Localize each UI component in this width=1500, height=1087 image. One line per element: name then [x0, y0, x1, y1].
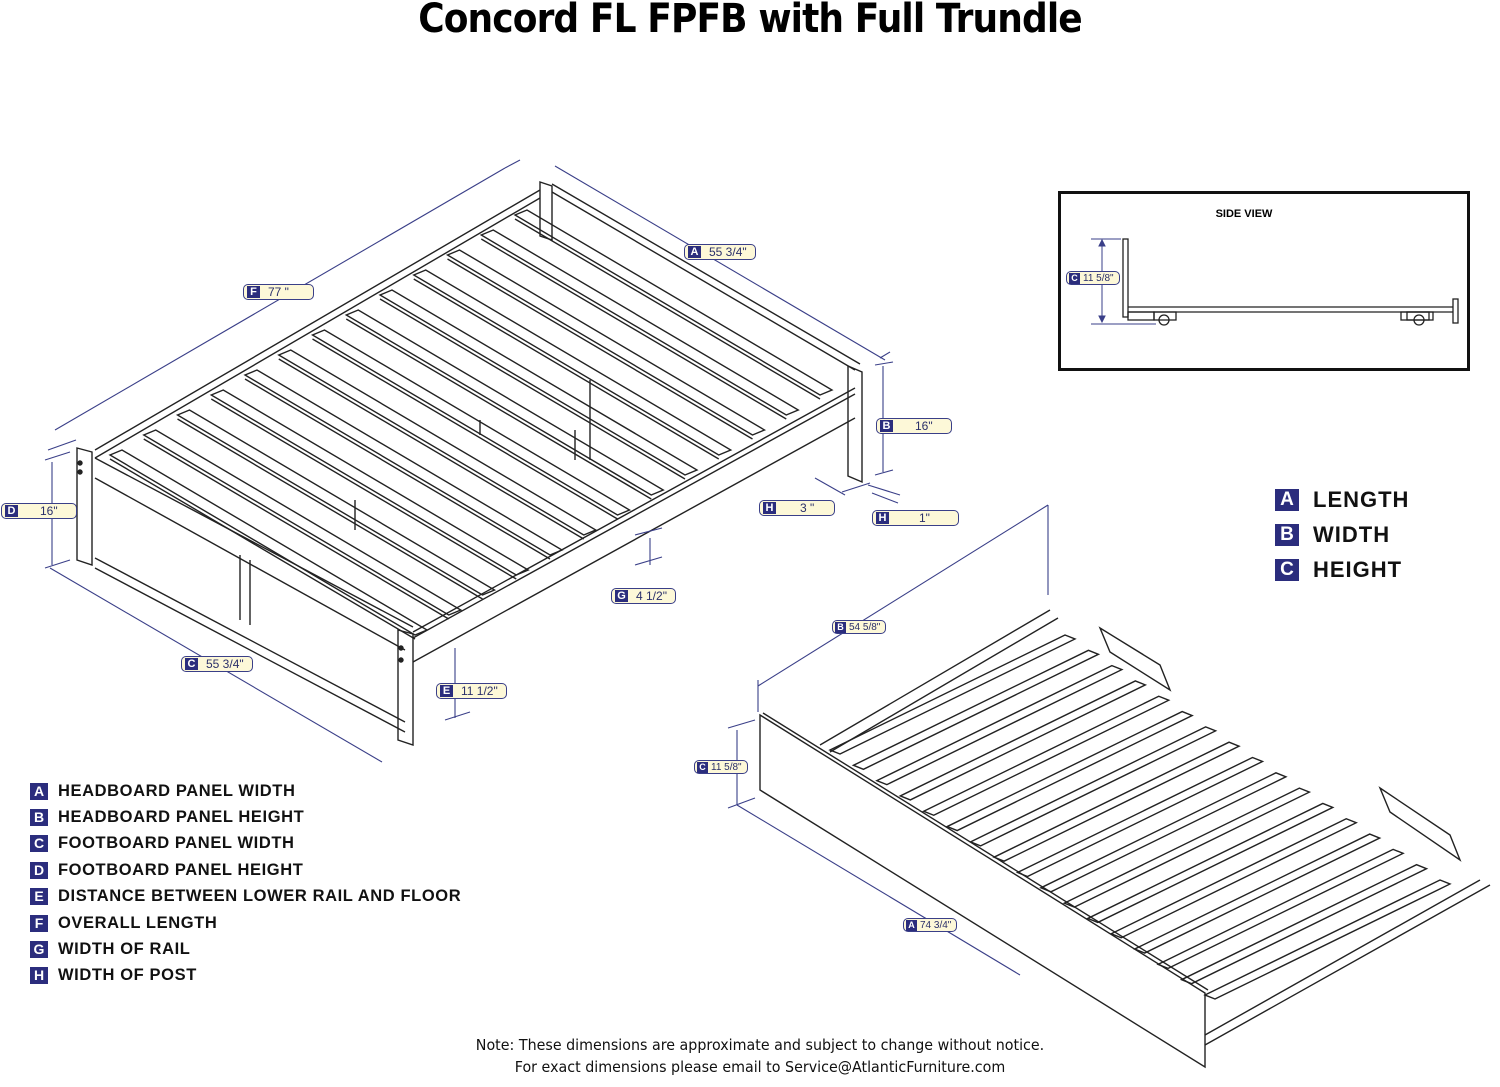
footboard-bottom — [94, 557, 406, 723]
footboard-post-left — [76, 447, 93, 566]
trundle-side-rail — [819, 609, 1051, 746]
slat — [445, 249, 767, 436]
footboard-post-right — [397, 629, 414, 746]
trundle-slat — [898, 680, 1148, 801]
page-title: Concord FL FPFB with Full Trundle — [418, 0, 1082, 42]
slat — [513, 209, 834, 396]
trundle-slat — [968, 726, 1218, 847]
note-line-1: Note: These dimensions are approximate a… — [475, 1036, 1045, 1054]
bolt-hole — [398, 657, 404, 663]
dim-line-trundle-B — [757, 504, 1049, 687]
dim-line-A — [554, 165, 886, 361]
trundle-slat — [992, 741, 1241, 862]
trundle-slat — [875, 664, 1124, 786]
side-view-drawing — [1091, 238, 1459, 326]
trundle-slat — [1086, 802, 1335, 924]
dim-line-H — [814, 477, 846, 496]
slat — [479, 229, 800, 416]
trundle-slat — [851, 649, 1101, 771]
trundle-slat — [1156, 848, 1405, 970]
bolt-hole — [398, 645, 404, 651]
trundle-slat — [1179, 863, 1429, 985]
trundle-slat — [1132, 833, 1382, 954]
slat — [243, 369, 564, 556]
slat — [310, 329, 632, 516]
trundle-front-panel — [759, 713, 1206, 1069]
bolt-hole — [77, 460, 83, 466]
trundle-end-cap — [1378, 786, 1462, 862]
trundle-slat — [1109, 817, 1358, 939]
footboard-top — [94, 457, 414, 628]
slat — [142, 429, 463, 616]
headboard-post-right — [847, 364, 863, 484]
slat — [175, 409, 497, 596]
disclaimer-note: Note: These dimensions are approximate a… — [466, 1034, 1055, 1078]
bed-frame-illustration — [76, 181, 863, 746]
side-rail-left — [94, 189, 541, 451]
trundle-slat — [945, 710, 1194, 832]
trundle-end-cap — [1098, 626, 1172, 692]
slat — [344, 309, 665, 496]
side-view-title: SIDE VIEW — [1215, 208, 1273, 220]
slat — [209, 389, 530, 576]
trundle-slat — [1062, 787, 1312, 908]
trundle-slat — [922, 695, 1171, 817]
note-line-2: For exact dimensions please email to Ser… — [514, 1058, 1006, 1076]
slat — [412, 269, 733, 456]
trundle-slat — [1015, 756, 1265, 878]
trundle-slat — [828, 634, 1077, 755]
slat — [108, 449, 429, 636]
side-rail-right — [412, 387, 856, 633]
headboard-rail — [551, 183, 861, 365]
trundle-slat — [1203, 879, 1452, 1000]
trundle-slat — [1039, 772, 1288, 893]
dim-line-trundle-A — [736, 804, 1021, 976]
bolt-hole — [77, 469, 83, 475]
trundle-illustration — [759, 609, 1491, 1069]
slat — [277, 349, 598, 536]
slat — [378, 289, 699, 476]
